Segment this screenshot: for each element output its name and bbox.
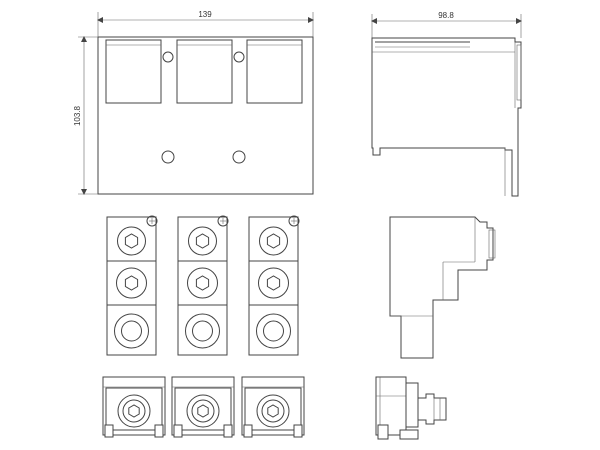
hex-bolt — [197, 404, 209, 418]
clamp-foot — [243, 424, 253, 438]
clamp-ring — [256, 394, 290, 428]
hex-bolt — [266, 275, 281, 291]
terminal-socket-inner — [192, 320, 213, 342]
mounting-hole — [232, 150, 246, 164]
clamp-foot — [293, 424, 303, 438]
clamp-side-screw — [417, 393, 447, 425]
hex-bolt — [266, 233, 281, 249]
terminal-socket — [258, 267, 289, 299]
clamp-ring — [186, 394, 220, 428]
terminal-socket-inner — [263, 320, 284, 342]
terminal-window-2 — [176, 39, 233, 104]
clamp-foot — [154, 424, 164, 438]
clamp-ring — [117, 394, 151, 428]
hex-bolt — [267, 404, 279, 418]
terminal-column-1 — [106, 215, 158, 356]
clamp-side-view — [375, 376, 447, 440]
clamp-3 — [241, 376, 305, 438]
section-view-outline — [389, 216, 494, 359]
terminal-socket — [114, 313, 149, 349]
clamp-inner — [105, 387, 163, 431]
terminal-socket — [117, 226, 146, 256]
clamp-inner — [174, 387, 232, 431]
clamp-foot — [173, 424, 183, 438]
terminal-column-2 — [177, 215, 229, 356]
hex-bolt — [195, 233, 210, 249]
terminal-module — [248, 216, 299, 262]
terminal-socket — [256, 313, 291, 349]
clamp-foot — [104, 424, 114, 438]
clamp-1 — [102, 376, 166, 438]
hex-bolt — [195, 275, 210, 291]
screw-icon — [217, 215, 229, 227]
terminal-module — [177, 304, 228, 356]
screw-icon — [288, 215, 300, 227]
hex-bolt — [124, 275, 139, 291]
mounting-hole — [161, 150, 175, 164]
clamp-foot — [223, 424, 233, 438]
terminal-module — [106, 304, 157, 356]
terminal-socket — [185, 313, 220, 349]
terminal-blocks-view — [106, 215, 300, 356]
terminal-socket — [116, 267, 147, 299]
width-dimension: 139 — [97, 10, 314, 37]
hex-bolt — [128, 404, 140, 418]
terminal-socket — [188, 226, 217, 256]
depth-dimension: 98.8 — [371, 11, 522, 38]
terminal-column-3 — [248, 215, 300, 356]
terminal-socket — [259, 226, 288, 256]
clamp-ring-inner — [261, 399, 285, 423]
terminal-socket-inner — [121, 320, 142, 342]
terminal-module — [106, 216, 157, 262]
section-view — [389, 216, 496, 359]
mounting-hole — [233, 51, 245, 63]
clamp-2 — [171, 376, 235, 438]
screw-icon — [146, 215, 158, 227]
clamp-ring-inner — [122, 399, 146, 423]
hex-bolt — [124, 233, 139, 249]
height-dimension-label: 103.8 — [73, 105, 82, 126]
terminal-module — [177, 216, 228, 262]
clamp-ring-inner — [191, 399, 215, 423]
clamp-front-view — [102, 376, 305, 438]
mounting-hole — [162, 51, 174, 63]
side-view: 98.8 — [371, 11, 522, 197]
terminal-window-1 — [105, 39, 162, 104]
terminal-module — [248, 304, 299, 356]
side-view-outline — [371, 37, 522, 197]
depth-dimension-label: 98.8 — [438, 11, 454, 20]
front-view-outline — [97, 36, 314, 195]
width-dimension-label: 139 — [198, 10, 212, 19]
terminal-window-3 — [246, 39, 303, 104]
terminal-socket — [187, 267, 218, 299]
clamp-inner — [244, 387, 302, 431]
front-view: 139 103.8 — [73, 10, 314, 195]
height-dimension: 103.8 — [73, 36, 98, 195]
